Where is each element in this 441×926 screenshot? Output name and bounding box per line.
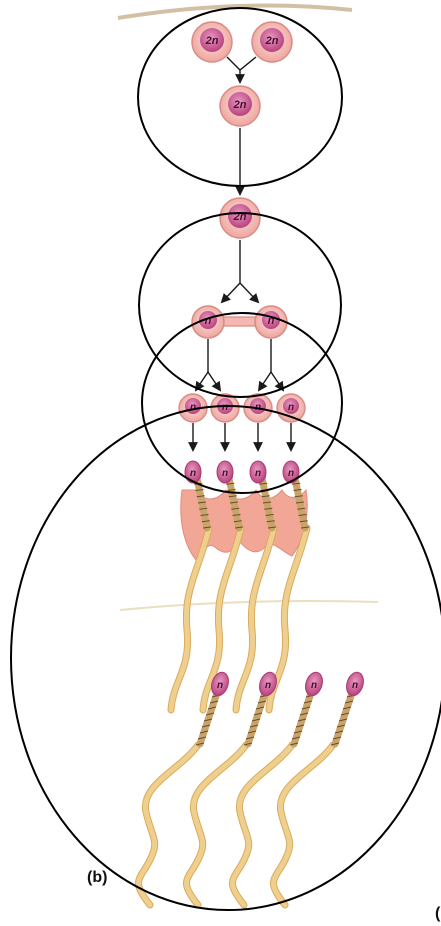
highlight-circle-meiosis-2 [142, 313, 342, 493]
primary-spermatocyte: 2n [220, 198, 260, 238]
mature-sperm-4: n [273, 670, 366, 905]
arrow [271, 372, 283, 390]
edge-fragment: ( [435, 905, 441, 922]
sperm-midpiece [290, 695, 314, 745]
cell-label-n: n [222, 468, 228, 479]
cell-label-n: n [190, 468, 196, 479]
arrow [259, 372, 271, 390]
cell-label-2n: 2n [205, 35, 219, 47]
cell-label-n: n [265, 680, 271, 691]
arrow [196, 372, 208, 390]
arrow [208, 372, 220, 390]
spermatogonium-a: 2n [192, 22, 232, 62]
cell-label-n: n [288, 402, 294, 413]
mature-sperm-1: n [138, 670, 231, 905]
cell-label-n: n [190, 402, 196, 413]
cell-label-n: n [222, 402, 228, 413]
cell-label-n: n [352, 680, 358, 691]
cell-label-n: n [255, 468, 261, 479]
cell-label-n: n [311, 680, 317, 691]
sperm-tail-fill [171, 528, 209, 710]
fork-arrow [227, 57, 256, 70]
cell-label-2n: 2n [233, 99, 247, 111]
sperm-midpiece [196, 695, 220, 745]
spermatid-2: n [211, 394, 239, 422]
panel-label: (b) [87, 869, 107, 886]
secondary-spermatocyte-right: n [255, 306, 287, 338]
cell-label-n: n [288, 468, 294, 479]
spermatogonium-b: 2n [252, 22, 292, 62]
arrow [240, 283, 258, 302]
cell-label-2n: 2n [265, 35, 279, 47]
sperm-midpiece [331, 695, 355, 745]
spermatogonium-c: 2n [220, 86, 260, 126]
cell-label-n: n [217, 680, 223, 691]
sperm-midpiece [244, 695, 268, 745]
arrow [222, 283, 240, 302]
